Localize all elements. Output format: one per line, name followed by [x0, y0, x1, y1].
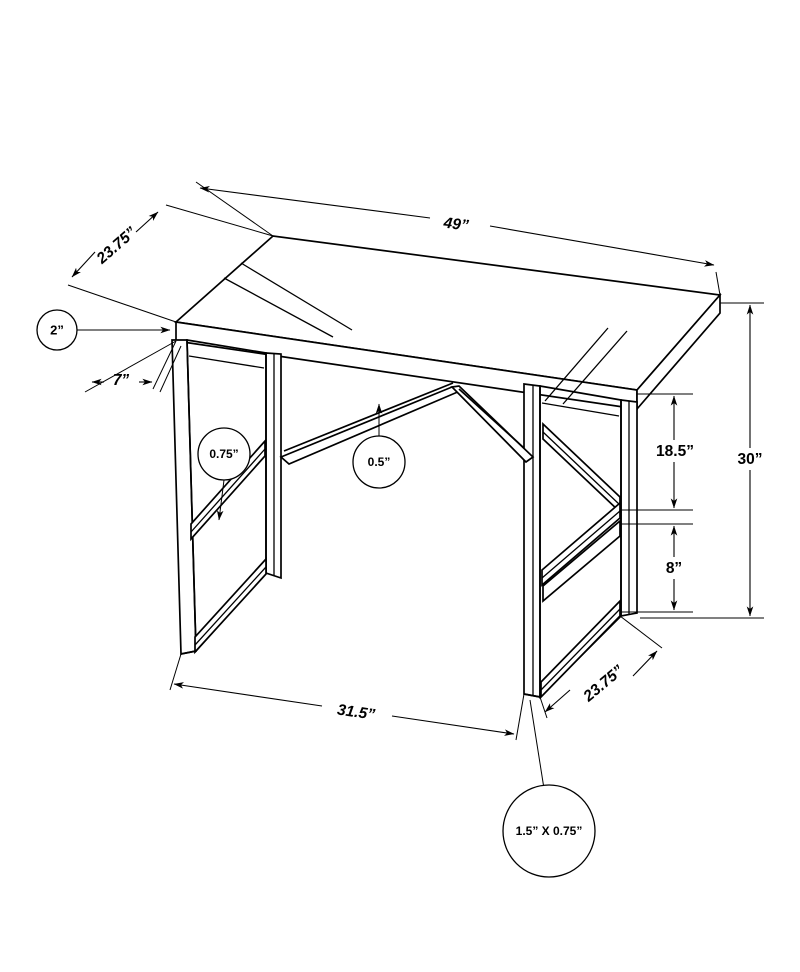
dim-line-depth-left-a: [135, 211, 159, 233]
callout-label-brace-thickness: 0.5”: [368, 455, 391, 469]
right-leg-foot: [523, 693, 541, 698]
ext-line-depth-right-b: [619, 615, 663, 649]
dim-label-height: 30”: [738, 451, 763, 468]
dimension-leg-span-315in: 31.5”: [169, 653, 525, 741]
dim-line-depth-right-a: [544, 689, 571, 713]
callout-leader-frame-thickness: [216, 479, 225, 521]
right-leg-lower-rail-edge: [540, 608, 621, 691]
dim-line-span-a: [173, 682, 323, 707]
dim-line-span-b: [391, 715, 515, 736]
callout-frame-thickness-075in: 0.75”: [197, 427, 251, 521]
dimension-overhang-7in: 7”: [84, 340, 182, 393]
dim-label-bg-lower: [656, 557, 693, 579]
right-leg-diagonal-brace-edge: [542, 431, 621, 506]
dimension-upper-opening-185in: 18.5”: [621, 393, 700, 511]
dim-label-leg-span: 31.5”: [336, 701, 376, 723]
right-leg-mid-rail-edge: [541, 510, 621, 579]
ext-line-depth-left-top: [165, 204, 274, 237]
right-leg-lower-diagonal: [542, 519, 621, 603]
dim-label-bg-upper: [650, 440, 700, 462]
dimension-width-49: 49”: [195, 181, 721, 296]
right-leg-front-post: [523, 383, 541, 699]
left-leg-top-rail: [188, 355, 265, 369]
center-brace-right-arm-inner: [458, 388, 525, 449]
ext-line-depth-left-bottom: [67, 284, 177, 323]
dim-line-depth-left-b: [71, 251, 96, 278]
dim-line-width-left-seg: [199, 185, 431, 219]
dim-line-depth-right-b: [632, 650, 658, 677]
ext-line-overhang-inner: [159, 345, 182, 393]
ext-line-width-right: [715, 271, 721, 296]
right-leg-top-rail: [541, 402, 620, 417]
callout-top-thickness-2in: 2”: [36, 309, 171, 351]
dim-label-bg-height: [730, 448, 770, 470]
desktop-seam-left-a: [223, 277, 334, 338]
callout-label-frame-thickness: 0.75”: [209, 447, 238, 461]
callout-leader-leg-profile: [529, 699, 546, 796]
desk-object: [171, 235, 722, 700]
dimension-lower-opening-8in: 8”: [620, 523, 693, 613]
center-brace-right-arm: [450, 385, 535, 464]
desktop-seam-left-b: [240, 262, 353, 331]
ext-line-depth-right-a: [539, 696, 548, 719]
dimension-height-30in: 30”: [640, 302, 770, 619]
dim-line-width-right-seg: [489, 225, 715, 267]
dim-label-upper-opening: 18.5”: [656, 443, 694, 460]
dim-label-width: 49”: [442, 214, 470, 234]
right-leg-side-face: [539, 384, 622, 700]
dim-label-overhang: 7”: [113, 372, 130, 389]
callout-label-leg-profile: 1.5” X 0.75”: [516, 824, 583, 838]
dim-label-lower-opening: 8”: [666, 560, 682, 577]
center-brace-left-arm-inner: [283, 382, 454, 452]
ext-line-span-right: [515, 693, 525, 741]
left-leg-mid-rail-edge: [190, 448, 266, 533]
callout-leg-profile: 1.5” X 0.75”: [502, 699, 596, 878]
left-leg-lower-rail-edge: [194, 566, 267, 646]
ext-line-span-left: [169, 653, 182, 691]
left-leg-foot: [180, 650, 197, 655]
callout-bubble-leg-profile: [502, 784, 596, 878]
callout-label-top-thickness: 2”: [50, 322, 64, 337]
ext-line-overhang-hide: [152, 340, 177, 390]
callout-brace-thickness-05in: 0.5”: [352, 403, 406, 489]
